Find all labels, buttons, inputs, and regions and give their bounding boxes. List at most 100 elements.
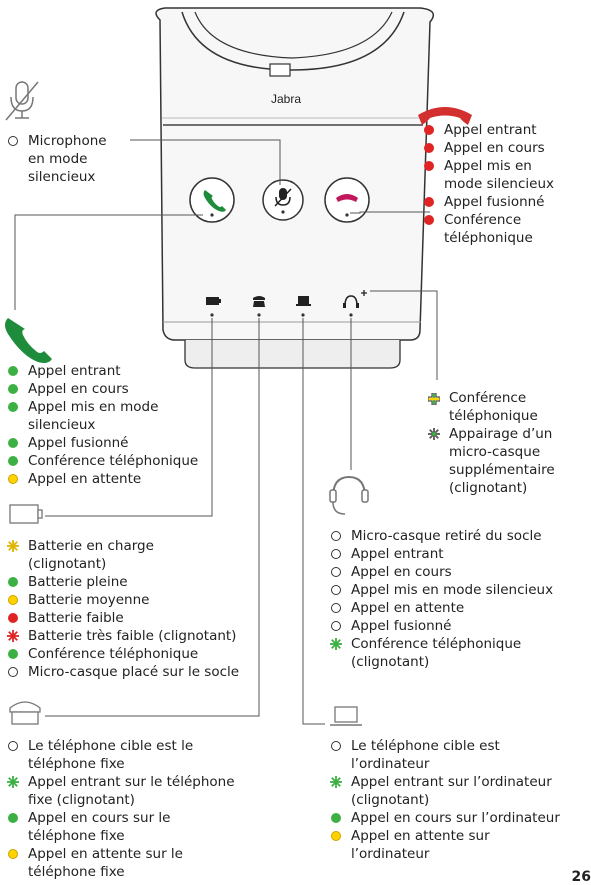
computer-small-icon [298,296,309,304]
indicator-off [331,585,341,595]
legend-text: Appel en cours [444,140,545,156]
indicator-green [8,438,18,448]
legend-item: Appel en attente sur le [4,845,235,863]
blinking-icon [329,775,343,789]
legend-item: téléphone fixe [4,863,235,881]
indicator-red [424,161,434,171]
mic-label: Microphone en mode silencieux [4,132,107,186]
legend-item: Conférence téléphonique [327,635,553,653]
legend-item: Appel en cours sur le [4,809,235,827]
legend-text: Le téléphone cible est [351,738,500,754]
legend-text: Batterie en charge [28,538,154,554]
legend-item: Le téléphone cible est le [4,737,235,755]
legend-text: Appel en attente sur le [28,846,183,862]
legend-text: Appel entrant sur l’ordinateur [351,774,552,790]
legend-text: Appel en attente [28,471,142,487]
legend-item: (clignotant) [327,653,553,671]
indicator-green [8,366,18,376]
legend-text: téléphone fixe [28,828,125,844]
legend-text: Appel fusionné [351,618,452,634]
legend-item: Appel en attente sur [327,827,560,845]
headset-small-icon [344,295,358,307]
legend-text: (clignotant) [351,654,430,670]
legend-item: mode silencieux [420,175,554,193]
legend-text: mode silencieux [444,176,554,192]
legend-item: fixe (clignotant) [4,791,235,809]
legend-text: Le téléphone cible est le [28,738,194,754]
battery-small-icon [206,297,219,305]
legend-item: téléphone fixe [4,827,235,845]
indicator-green [8,649,18,659]
computer-icon [330,706,362,726]
legend-text: Appel en cours sur l’ordinateur [351,810,560,826]
desk-phone-icon [9,701,41,725]
end-call-button [324,177,370,223]
legend-item: Batterie pleine [4,573,239,591]
legend-item: Micro-casque retiré du socle [327,527,553,545]
indicator-yellow [8,595,18,605]
legend-item: Appel en cours [4,380,198,398]
legend-item: Conférence téléphonique [4,452,198,470]
blinking-icon [6,539,20,553]
indicator-red [8,613,18,623]
legend-item: Appairage d’un [425,425,555,443]
legend-text: micro-casque [449,444,541,460]
legend-item: Batterie moyenne [4,591,239,609]
desk-phone-small-icon [253,296,265,307]
headset-icon [329,475,369,515]
legend-item: supplémentaire [425,461,555,479]
indicator-green [8,456,18,466]
battery-legend: Batterie en charge(clignotant)Batterie p… [4,537,239,681]
legend-text: Appel entrant [444,122,537,138]
legend-item: Appel entrant sur l’ordinateur [327,773,560,791]
brand-logo: Jabra [271,92,301,106]
indicator-yellow [331,831,341,841]
legend-item: Appel entrant [4,362,198,380]
legend-item: téléphone fixe [4,755,235,773]
blinking-icon [329,637,343,651]
indicator-off [8,136,18,146]
legend-text: Appel en attente [351,600,465,616]
mic-muted-icon [5,81,39,121]
legend-text: Appel mis en mode [28,399,159,415]
legend-item: Appel en attente [4,470,198,488]
legend-item: Micro-casque placé sur le socle [4,663,239,681]
legend-text: Appel mis en [444,158,532,174]
legend-item: Appel mis en mode silencieux [327,581,553,599]
legend-item: Appel mis en mode [4,398,198,416]
legend-text: Conférence téléphonique [28,646,199,662]
indicator-green [8,384,18,394]
legend-item: Appel entrant [420,121,554,139]
legend-item: Appel mis en [420,157,554,175]
legend-item: silencieux [4,416,198,434]
legend-text: l’ordinateur [351,756,430,772]
legend-text: Appel fusionné [444,194,545,210]
legend-text: Appel entrant [351,546,444,562]
indicator-off [331,603,341,613]
indicator-off [331,621,341,631]
indicator-yellow [8,849,18,859]
indicator-off [8,667,18,677]
indicator-off [331,567,341,577]
legend-text: silencieux [28,417,96,433]
legend-item: Conférence téléphonique [4,645,239,663]
legend-text: Appel en cours sur le [28,810,171,826]
legend-text: Batterie très faible (clignotant) [28,628,237,644]
legend-text: Micro-casque placé sur le socle [28,664,240,680]
legend-item: Conférence [425,389,555,407]
legend-item: Appel en cours sur l’ordinateur [327,809,560,827]
hang-up-icon [418,107,472,125]
legend-item: Conférence [420,211,554,229]
legend-text: Conférence téléphonique [28,453,199,469]
legend-text: Appel en attente sur [351,828,490,844]
legend-text: Appel en cours [351,564,452,580]
indicator-green [8,402,18,412]
indicator-yellow [8,474,18,484]
legend-text: (clignotant) [449,480,528,496]
legend-item: Appel entrant [327,545,553,563]
